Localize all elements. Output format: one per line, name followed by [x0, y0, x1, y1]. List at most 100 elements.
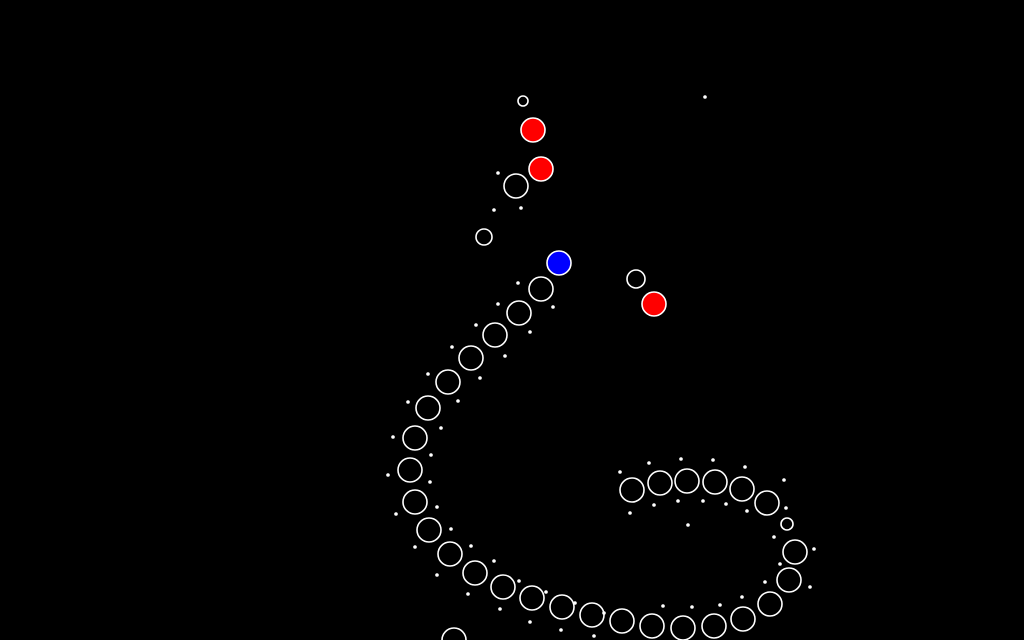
pellet: [559, 628, 563, 632]
pellet: [478, 376, 482, 380]
pellet: [492, 208, 496, 212]
player-blue: [546, 250, 572, 276]
pellet: [435, 505, 439, 509]
small-ring: [517, 95, 529, 107]
snake-body-segments: [397, 95, 808, 640]
enemy-red: [641, 291, 667, 317]
ring-segment: [441, 627, 467, 640]
ring-segment: [462, 560, 488, 586]
pellet: [435, 573, 439, 577]
pellets: [386, 95, 816, 638]
pellet: [701, 499, 705, 503]
ring-segment: [416, 517, 442, 543]
pellet: [602, 611, 606, 615]
pellet: [778, 562, 782, 566]
pellet: [516, 281, 520, 285]
ring-segment: [402, 425, 428, 451]
ring-segment: [609, 608, 635, 634]
ring-segment: [435, 369, 461, 395]
ring-segment: [670, 615, 696, 640]
pellet: [592, 634, 596, 638]
pellet: [808, 585, 812, 589]
ring-segment: [402, 489, 428, 515]
ring-segment: [701, 613, 727, 639]
ring-segment: [647, 470, 673, 496]
ring-segment: [782, 539, 808, 565]
pellet: [772, 535, 776, 539]
ring-segment: [482, 322, 508, 348]
pellet: [466, 592, 470, 596]
ring-segment: [730, 606, 756, 632]
ring-segment: [702, 469, 728, 495]
pellet: [406, 400, 410, 404]
pellet: [743, 465, 747, 469]
pellet: [676, 499, 680, 503]
ring-segment: [397, 457, 423, 483]
pellet: [492, 559, 496, 563]
pellet: [528, 620, 532, 624]
ring-segment: [519, 585, 545, 611]
small-ring: [626, 269, 646, 289]
enemy-red: [520, 117, 546, 143]
small-ring: [475, 228, 493, 246]
ring-segment: [506, 300, 532, 326]
pellet: [551, 305, 555, 309]
pellet: [428, 480, 432, 484]
ring-segment: [754, 490, 780, 516]
pellet: [456, 399, 460, 403]
ring-segment: [619, 477, 645, 503]
ring-segment: [458, 345, 484, 371]
small-ring: [780, 517, 794, 531]
pellet: [394, 512, 398, 516]
pellet: [703, 95, 707, 99]
ring-segment: [528, 276, 554, 302]
ring-segment: [437, 541, 463, 567]
pellet: [745, 509, 749, 513]
pellet: [647, 461, 651, 465]
pellet: [519, 206, 523, 210]
pellet: [386, 473, 390, 477]
enemy-red: [528, 156, 554, 182]
ring-segment: [503, 173, 529, 199]
pellet: [544, 590, 548, 594]
pellet: [413, 545, 417, 549]
pellet: [496, 171, 500, 175]
ring-segment: [674, 468, 700, 494]
pellet: [718, 603, 722, 607]
pellet: [740, 595, 744, 599]
pellet: [782, 478, 786, 482]
pellet: [724, 502, 728, 506]
pellet: [679, 457, 683, 461]
pellet: [652, 503, 656, 507]
pellet: [573, 601, 577, 605]
pellet: [496, 302, 500, 306]
ring-segment: [549, 594, 575, 620]
ring-segment: [729, 476, 755, 502]
pellet: [474, 323, 478, 327]
ring-segment: [776, 567, 802, 593]
ring-segment: [415, 395, 441, 421]
pellet: [618, 470, 622, 474]
pellet: [661, 604, 665, 608]
pellet: [686, 523, 690, 527]
pellet: [439, 426, 443, 430]
pellet: [812, 547, 816, 551]
pellet: [498, 607, 502, 611]
pellet: [449, 527, 453, 531]
pellet: [517, 579, 521, 583]
pellet: [391, 435, 395, 439]
actors: [520, 117, 667, 317]
pellet: [450, 345, 454, 349]
ring-segment: [757, 591, 783, 617]
pellet: [784, 506, 788, 510]
pellet: [429, 453, 433, 457]
pellet: [528, 330, 532, 334]
pellet: [711, 458, 715, 462]
pellet: [469, 544, 473, 548]
ring-segment: [639, 613, 665, 639]
pellet: [426, 372, 430, 376]
pellet: [763, 580, 767, 584]
ring-segment: [579, 602, 605, 628]
